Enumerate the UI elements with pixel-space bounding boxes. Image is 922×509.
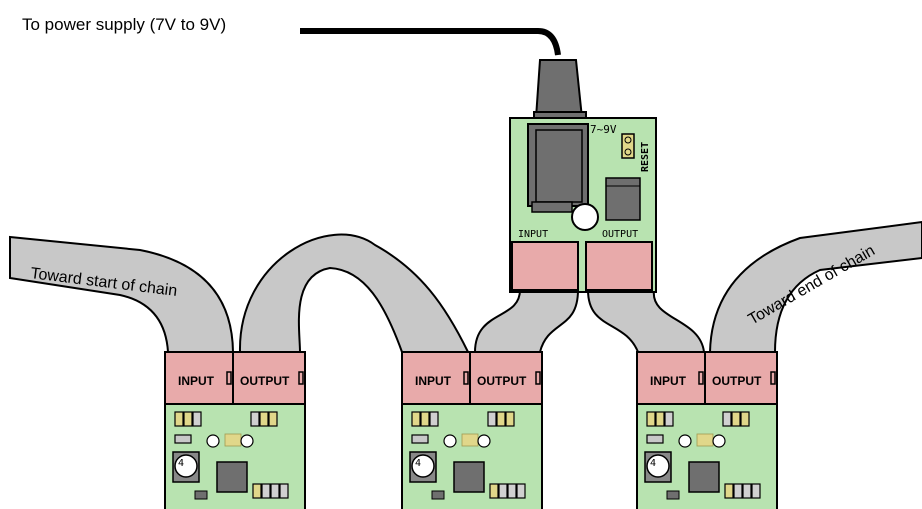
unit-2-input-label: INPUT [415,374,452,388]
power-injector-board [509,117,657,293]
ribbon-cable-to-injector-input [473,289,580,353]
unit-2-output-label: OUTPUT [477,374,527,388]
ribbon-cable-arch [238,233,470,353]
injector-voltage-label: 7~9V [590,123,617,136]
ribbon-cable-from-injector-output [586,289,706,353]
unit-1-output-label: OUTPUT [240,374,290,388]
unit-3-input-label: INPUT [650,374,687,388]
ribbon-cable-start [9,235,235,353]
power-cable [300,28,587,125]
injector-input-label: INPUT [518,229,548,240]
injector-reset-label: RESET [640,142,651,172]
power-supply-label: To power supply (7V to 9V) [22,15,226,34]
injector-output-label: OUTPUT [602,229,638,240]
unit-1-input-label: INPUT [178,374,215,388]
ribbon-cable-end [708,220,922,353]
unit-3-output-label: OUTPUT [712,374,762,388]
